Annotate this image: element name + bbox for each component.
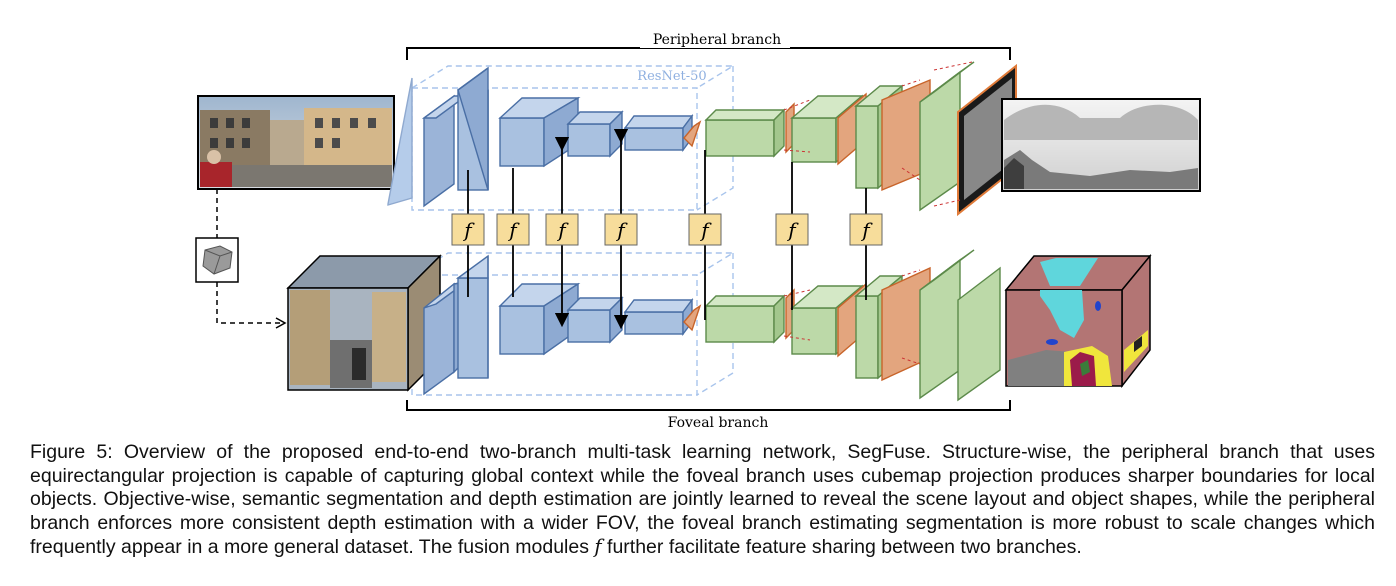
peripheral-encoder-block-3	[498, 96, 581, 168]
foveal-encoder-block-2	[455, 254, 489, 379]
caption-text-before: Figure 5: Overview of the proposed end-t…	[30, 441, 1375, 559]
cube-conversion-icon	[195, 237, 239, 283]
foveal-encoder-block-3	[498, 282, 581, 356]
foveal-encoder-block-5	[623, 297, 694, 337]
resnet-label: ResNet-50	[637, 69, 706, 84]
caption-fusion-symbol: f	[594, 535, 602, 559]
peripheral-upsample-1	[683, 120, 702, 148]
cubemap-input-image	[286, 254, 442, 392]
projection-conversion-path	[216, 189, 287, 329]
fusion-module-2: f	[496, 213, 530, 246]
segmentation-output-cubemap	[1004, 253, 1152, 389]
fusion-module-7: f	[849, 213, 883, 246]
peripheral-input-slab	[387, 77, 413, 206]
fusion-module-6: f	[775, 213, 809, 246]
segfuse-architecture-diagram: Peripheral branch Foveal branch ResNet-5…	[195, 30, 1201, 430]
foveal-encoder-block-1	[423, 281, 467, 396]
foveal-decoder-block-5	[957, 266, 1001, 402]
depth-map-output	[1001, 98, 1201, 192]
foveal-encoder-block-4	[566, 296, 624, 344]
fusion-modules: f f f f f f f	[451, 213, 883, 246]
peripheral-encoder-block-2	[457, 66, 489, 191]
fusion-connections	[467, 128, 867, 330]
fusion-module-4: f	[604, 213, 638, 246]
peripheral-branch-bracket: Peripheral branch	[406, 30, 1011, 60]
figure-caption: Figure 5: Overview of the proposed end-t…	[30, 441, 1375, 560]
peripheral-encoder	[387, 66, 694, 208]
peripheral-projection-lines	[783, 61, 973, 207]
foveal-decoder-block-4	[919, 249, 975, 400]
foveal-decoder-block-1	[704, 294, 786, 344]
peripheral-decoder-block-1	[704, 108, 786, 158]
fusion-module-3: f	[545, 213, 579, 246]
fusion-module-5: f	[688, 213, 722, 246]
fusion-module-1: f	[451, 213, 485, 246]
foveal-encoder	[423, 254, 694, 396]
peripheral-decoder	[683, 61, 1017, 217]
foveal-branch-bracket: Foveal branch	[406, 400, 1011, 430]
foveal-decoder	[683, 249, 1001, 402]
foveal-branch-label: Foveal branch	[668, 415, 769, 430]
foveal-projection-lines	[783, 269, 921, 365]
peripheral-encoder-block-4	[566, 110, 624, 158]
equirectangular-input-image	[197, 95, 395, 190]
peripheral-encoder-block-1	[421, 94, 469, 208]
peripheral-encoder-block-5	[623, 113, 694, 153]
caption-text-after: further facilitate feature sharing betwe…	[601, 536, 1082, 559]
foveal-upsample-1	[683, 304, 702, 332]
peripheral-branch-label: Peripheral branch	[653, 32, 781, 48]
